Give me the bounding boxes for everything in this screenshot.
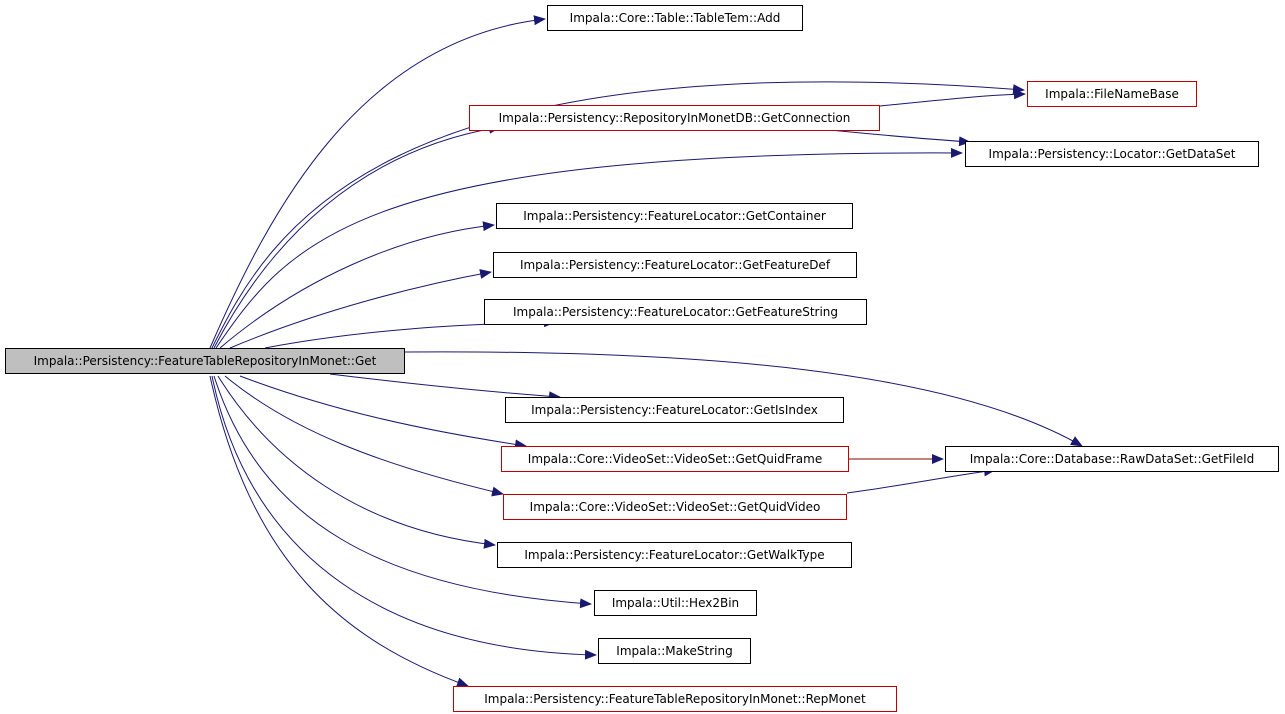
node-rawdataset-getfileid[interactable]: Impala::Core::Database::RawDataSet::GetF… [945,446,1279,472]
node-videoset-getquidframe[interactable]: Impala::Core::VideoSet::VideoSet::GetQui… [501,446,849,472]
node-makestring[interactable]: Impala::MakeString [598,638,751,664]
edge-root-to-getconnection [213,123,501,349]
node-featurelocator-getfeaturedef[interactable]: Impala::Persistency::FeatureLocator::Get… [493,252,857,278]
edge-root-to-getisindex [329,373,561,402]
node-filenamebase[interactable]: Impala::FileNameBase [1027,81,1197,107]
edge-root-to-repmonet [209,375,469,687]
node-featurelocator-getcontainer[interactable]: Impala::Persistency::FeatureLocator::Get… [496,203,853,229]
edge-root-to-getwalktype [217,375,496,549]
edge-layer [209,15,1083,687]
node-tabletem-add[interactable]: Impala::Core::Table::TableTem::Add [547,5,803,31]
node-locator-getdataset[interactable]: Impala::Persistency::Locator::GetDataSet [965,141,1259,167]
edge-getconnection-to-filenamebase [879,89,1026,107]
node-repositoryinmonetdb-getconnection[interactable]: Impala::Persistency::RepositoryInMonetDB… [469,105,880,131]
root-node-get: Impala::Persistency::FeatureTableReposit… [5,348,405,374]
edge-root-to-getquidframe [239,375,527,450]
edge-root-to-filenamebase [211,81,1025,349]
edge-root-to-makestring [211,375,597,660]
edge-root-to-hex2bin [213,375,592,609]
edge-root-to-getfeaturedef [229,269,492,349]
edge-getquidvideo-to-getfileid [846,466,996,494]
edge-root-to-getdataset [215,147,963,349]
edge-root-to-getquidvideo [224,375,504,497]
edge-root-to-getfeaturestring [264,317,556,349]
edge-root-to-getfileid [404,351,1083,447]
node-featurelocator-getfeaturestring[interactable]: Impala::Persistency::FeatureLocator::Get… [484,299,867,325]
node-featurelocator-getwalktype[interactable]: Impala::Persistency::FeatureLocator::Get… [497,542,852,568]
edge-root-to-getcontainer [219,221,495,349]
node-videoset-getquidvideo[interactable]: Impala::Core::VideoSet::VideoSet::GetQui… [503,494,847,520]
node-util-hex2bin[interactable]: Impala::Util::Hex2Bin [594,590,757,616]
node-featuretablerepositoryinmonet-repmonet[interactable]: Impala::Persistency::FeatureTableReposit… [453,686,897,712]
node-featurelocator-getisindex[interactable]: Impala::Persistency::FeatureLocator::Get… [505,397,844,423]
edge-root-to-add [209,15,546,349]
